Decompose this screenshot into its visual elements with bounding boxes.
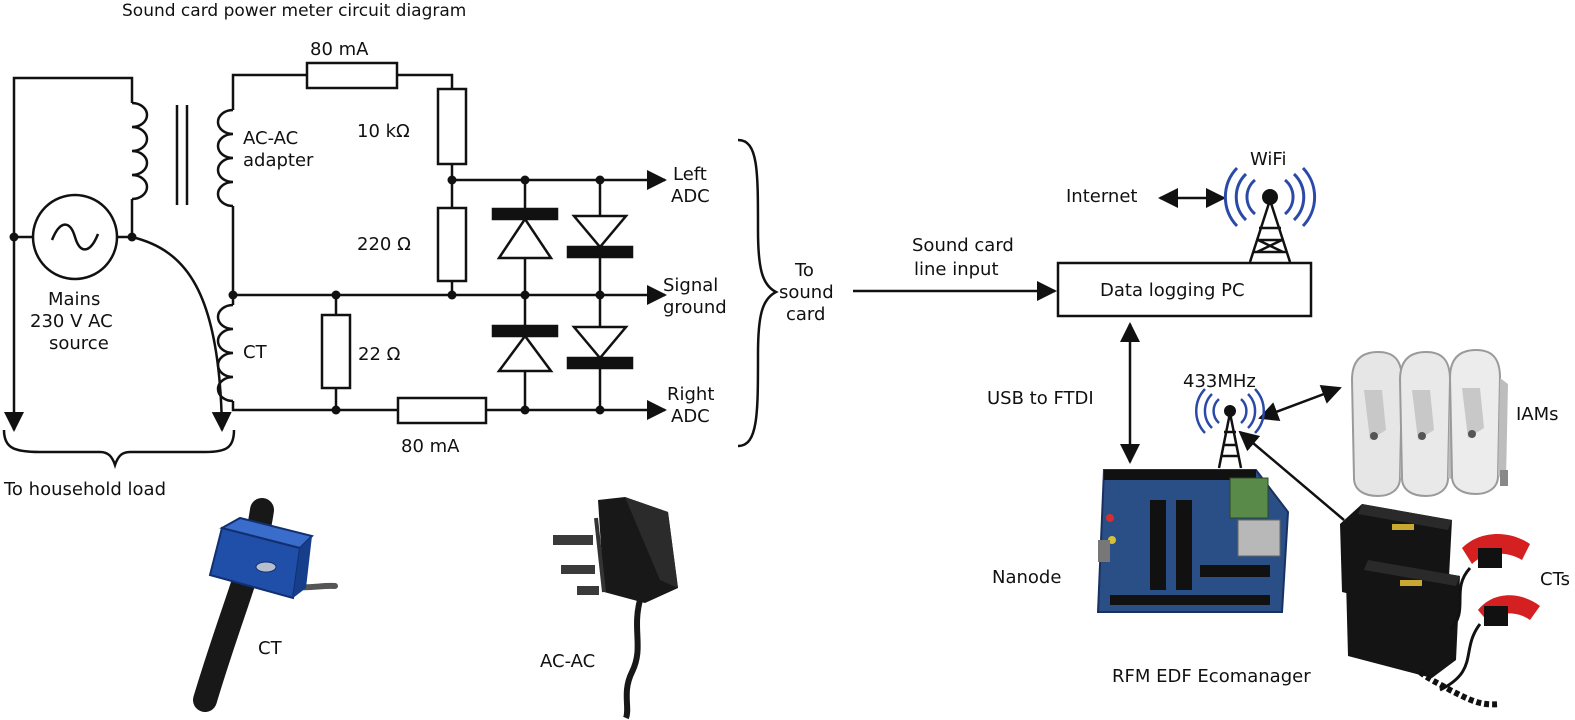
wifi-label: WiFi: [1250, 149, 1286, 170]
radio-label: 433MHz: [1183, 371, 1256, 392]
adapter-label-2: adapter: [243, 150, 314, 171]
iams-photo: [1350, 348, 1508, 498]
usb-label: USB to FTDI: [987, 388, 1094, 409]
sound-card-brace: [737, 138, 779, 448]
load-wire: [131, 235, 232, 432]
acac-photo-label: AC-AC: [540, 651, 595, 672]
mains-label-3: source: [49, 333, 109, 354]
diodes: [491, 207, 634, 373]
ct-circuit-label: CT: [243, 342, 268, 363]
diode-4: [571, 325, 629, 360]
right-adc-label-1: Right: [667, 384, 714, 405]
iams-label: IAMs: [1516, 404, 1559, 425]
mains-live-wire: [4, 76, 134, 432]
secondary-coil: [216, 108, 234, 208]
resistor-22-label: 22 Ω: [358, 344, 401, 365]
nanode-label: Nanode: [992, 567, 1061, 588]
signal-ground-label-1: Signal: [663, 275, 718, 296]
to-sound-card-label-3: card: [786, 304, 825, 325]
ct-coil: [216, 303, 234, 403]
data-logging-pc: Data logging PC: [1056, 261, 1313, 318]
ct-photo: [193, 498, 338, 712]
diode-1: [496, 216, 554, 260]
diagram-title: Sound card power meter circuit diagram: [122, 1, 466, 21]
internet-label: Internet: [1066, 186, 1137, 207]
mains-label-2: 230 V AC: [30, 311, 113, 332]
left-adc-label-1: Left: [673, 164, 707, 185]
adapter-label-1: AC-AC: [243, 128, 298, 149]
iams-arrow: [1258, 384, 1342, 422]
primary-coil: [131, 101, 149, 201]
nanode-photo: [1096, 469, 1290, 613]
to-sound-card-label-1: To: [794, 260, 814, 281]
resistor-10k-label: 10 kΩ: [357, 121, 410, 142]
cts-arrow: [1238, 430, 1345, 521]
left-adc-label-2: ADC: [671, 186, 710, 207]
resistor-10k: [436, 87, 468, 166]
sound-card-input-label-2: line input: [914, 259, 999, 280]
resistor-22: [320, 313, 352, 390]
ecomanager-photo: [1340, 504, 1540, 708]
fuse-bottom-label: 80 mA: [401, 436, 460, 457]
fuse-bottom: [396, 396, 488, 425]
ct-photo-label: CT: [258, 638, 283, 659]
fuse-top-label: 80 mA: [310, 39, 369, 60]
household-load-label: To household load: [3, 479, 166, 500]
junctions: [9, 175, 605, 415]
sound-card-input-label-1: Sound card: [912, 235, 1014, 256]
radio-tower-icon: [1195, 388, 1265, 469]
wifi-tower-icon: [1223, 166, 1317, 263]
right-adc-label-2: ADC: [671, 406, 710, 427]
fuse-top: [305, 61, 399, 90]
diode-3: [496, 333, 554, 373]
cts-label: CTs: [1540, 569, 1570, 590]
acac-photo: [553, 497, 678, 720]
household-brace: [2, 429, 236, 469]
resistor-220-label: 220 Ω: [357, 234, 411, 255]
diode-2: [571, 214, 629, 249]
ecomanager-label: RFM EDF Ecomanager: [1112, 666, 1311, 687]
mains-label-1: Mains: [48, 289, 100, 310]
resistor-220: [436, 206, 468, 283]
pc-label: Data logging PC: [1100, 280, 1245, 301]
sine-symbol: [50, 223, 100, 251]
signal-ground-label-2: ground: [663, 297, 727, 318]
to-sound-card-label-2: sound: [779, 282, 834, 303]
